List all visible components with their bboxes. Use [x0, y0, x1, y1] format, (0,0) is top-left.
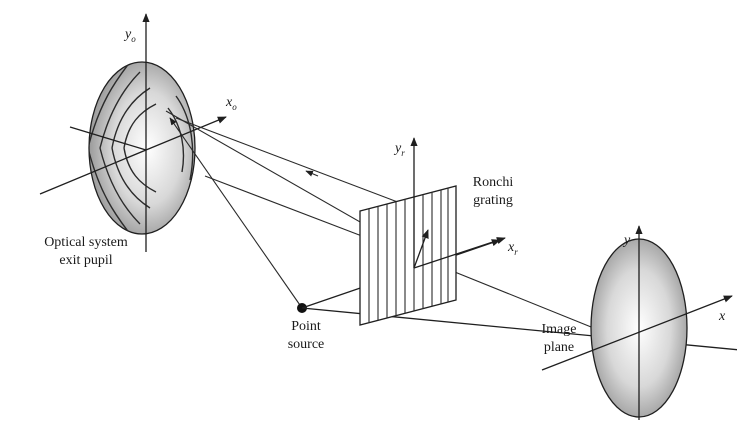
grating-label-line1: Ronchi: [473, 175, 514, 190]
pupil-x-letter: x: [225, 95, 233, 110]
pupil-z-axis: [69, 126, 147, 151]
pupil-x-subscript: o: [232, 102, 237, 112]
grating-x-axis: [413, 237, 506, 269]
image-y-label: y: [622, 233, 631, 248]
grating-x-letter: x: [507, 240, 515, 255]
image-x-axis: [541, 295, 733, 371]
grating-x-subscript: r: [514, 247, 518, 257]
grating-y-letter: y: [393, 141, 402, 156]
labels: Optical system exit pupil Point source R…: [44, 175, 576, 355]
image-label-line2: plane: [544, 340, 574, 355]
exit-pupil: yo xo: [39, 13, 237, 252]
ray-to-image: [429, 261, 607, 334]
ronchi-grating: yr xr: [359, 137, 518, 326]
pupil-x-label: xo: [225, 95, 237, 112]
pupil-y-letter: y: [123, 27, 132, 42]
source-label-line2: source: [288, 337, 325, 352]
image-plane: y x: [541, 225, 733, 420]
ray-upper-return: [175, 117, 425, 213]
ray-marker: [305, 170, 319, 177]
grating-y-subscript: r: [401, 148, 405, 158]
image-label-line1: Image: [542, 322, 577, 337]
pupil-label-line2: exit pupil: [59, 253, 112, 268]
ray-from-source: [169, 117, 303, 309]
pupil-x-axis-far: [145, 116, 227, 151]
pupil-x-axis-near: [39, 149, 147, 195]
grating-label-line2: grating: [473, 193, 513, 208]
source-label-line1: Point: [291, 319, 321, 334]
grating-vector: [413, 229, 429, 269]
grating-x-label: xr: [507, 240, 518, 257]
image-x-label: x: [718, 309, 726, 324]
pupil-y-subscript: o: [131, 34, 136, 44]
grating-frame: [359, 185, 457, 326]
pupil-label-line1: Optical system: [44, 235, 128, 250]
grating-y-label: yr: [393, 141, 405, 158]
exit-pupil-disk: [88, 61, 196, 235]
pupil-y-label: yo: [123, 27, 136, 44]
